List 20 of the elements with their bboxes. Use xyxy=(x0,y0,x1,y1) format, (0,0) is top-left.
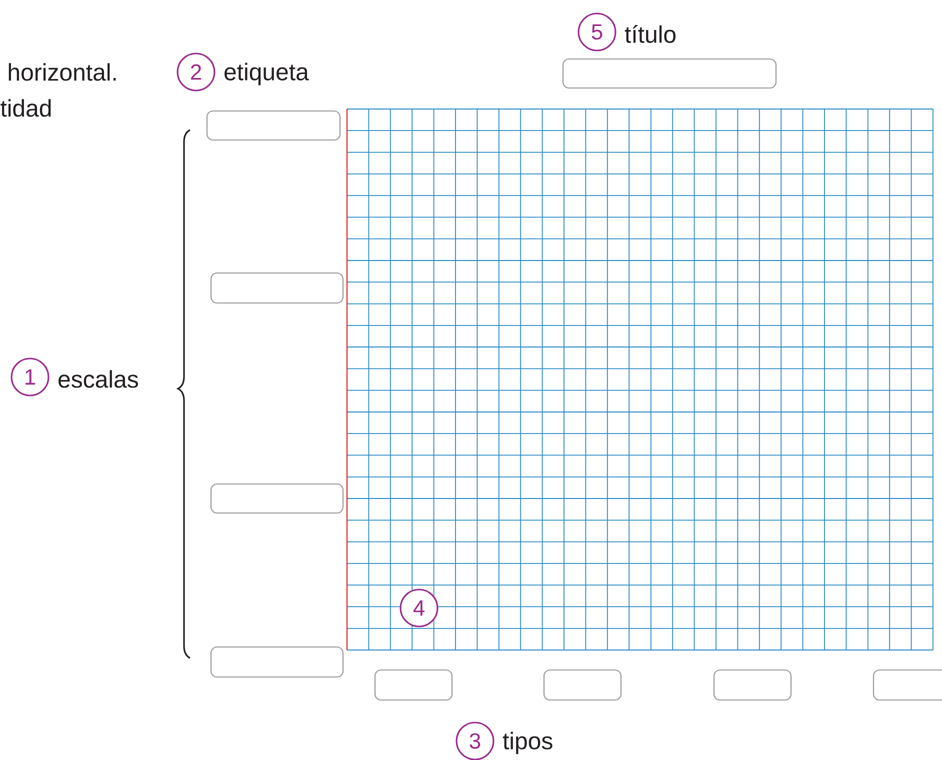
answer-box xyxy=(562,58,777,89)
answer-box xyxy=(210,646,344,678)
callout-number: 5 xyxy=(578,12,616,52)
answer-box xyxy=(872,669,942,701)
answer-box xyxy=(210,483,344,514)
callout-number: 2 xyxy=(176,52,216,92)
instruction-text: horizontal. xyxy=(8,63,116,81)
callout-number: 1 xyxy=(10,358,50,396)
answer-box xyxy=(543,669,622,701)
instruction-text: tidad xyxy=(0,99,51,117)
callout-label: título xyxy=(624,25,676,43)
answer-box xyxy=(206,110,341,141)
callout-label: escalas xyxy=(58,370,138,388)
answer-box xyxy=(713,669,792,701)
answer-box xyxy=(374,669,453,701)
callout-number: 3 xyxy=(456,722,494,760)
callout-label: etiqueta xyxy=(224,62,309,86)
answer-box xyxy=(210,272,344,304)
callout-number: 4 xyxy=(400,588,438,628)
callout-label: tipos xyxy=(502,732,552,754)
